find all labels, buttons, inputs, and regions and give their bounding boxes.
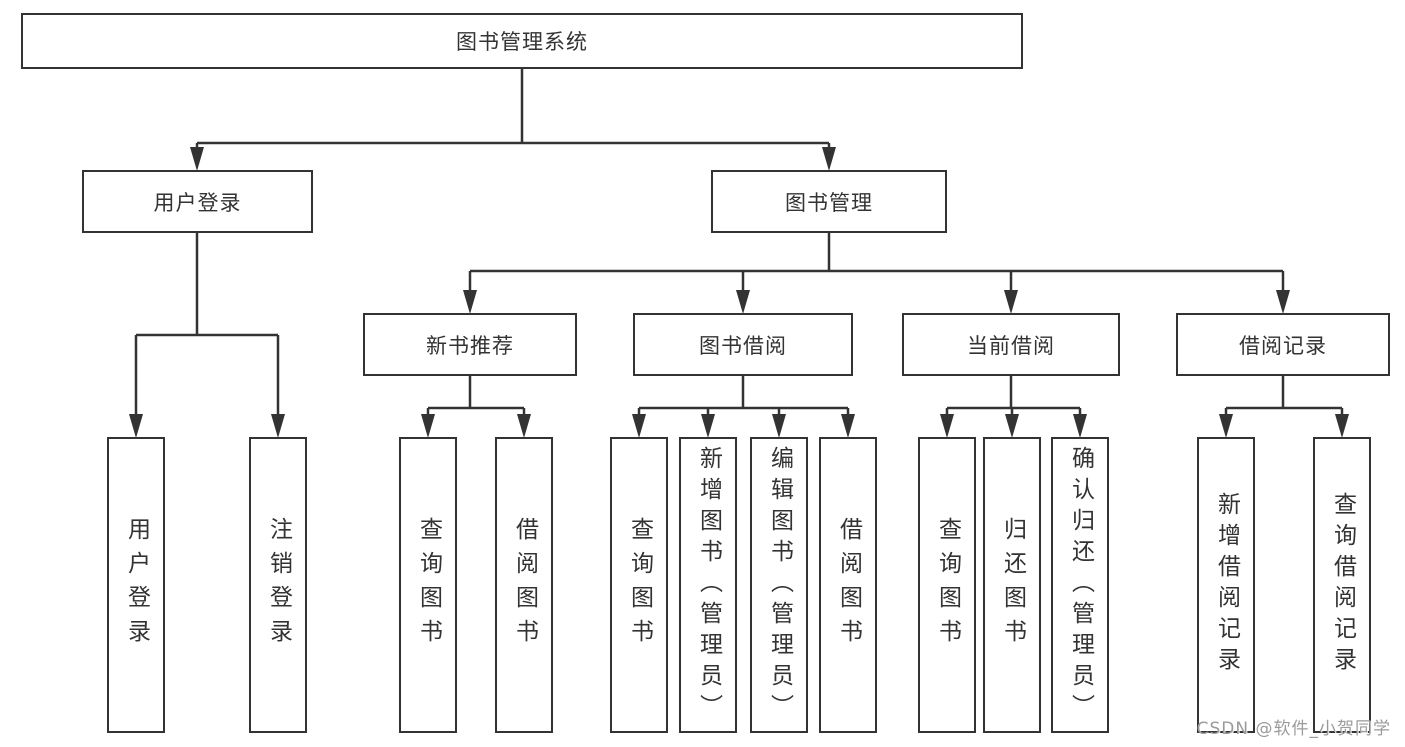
node-user-login-label: 用户登录 <box>153 190 242 215</box>
node-user-login: 用户登录 <box>82 170 313 233</box>
node-current-borrow: 当前借阅 <box>902 313 1120 376</box>
connector-current-to-leaves <box>940 376 1087 438</box>
leaf-current-query-books: 查询图书 <box>918 437 976 733</box>
connector-login-to-leaves <box>129 233 285 438</box>
leaf-records-add-record: 新增借阅记录 <box>1197 437 1255 733</box>
connector-management-to-sections <box>463 233 1290 314</box>
leaf-logout: 注销登录 <box>249 437 307 733</box>
leaf-borrow-query-books-label: 查询图书 <box>626 517 653 653</box>
leaf-newbooks-query-books: 查询图书 <box>399 437 457 733</box>
leaf-borrow-query-books: 查询图书 <box>610 437 668 733</box>
leaf-borrow-edit-books-admin: 编辑图书（管理员） <box>750 437 808 733</box>
node-book-borrow: 图书借阅 <box>633 313 853 376</box>
leaf-current-return-books: 归还图书 <box>983 437 1041 733</box>
node-new-book-recommend: 新书推荐 <box>363 313 577 376</box>
leaf-current-query-books-label: 查询图书 <box>934 517 961 653</box>
leaf-logout-label: 注销登录 <box>265 517 292 653</box>
node-borrow-records-label: 借阅记录 <box>1239 333 1327 358</box>
node-book-management: 图书管理 <box>711 170 947 233</box>
leaf-newbooks-query-books-label: 查询图书 <box>415 517 442 653</box>
node-book-borrow-label: 图书借阅 <box>699 333 787 358</box>
leaf-newbooks-borrow-books: 借阅图书 <box>495 437 553 733</box>
node-new-book-recommend-label: 新书推荐 <box>426 333 514 358</box>
leaf-records-query-record: 查询借阅记录 <box>1313 437 1371 733</box>
connector-borrow-to-leaves <box>632 376 855 438</box>
node-borrow-records: 借阅记录 <box>1176 313 1390 376</box>
leaf-current-return-books-label: 归还图书 <box>999 517 1026 653</box>
leaf-records-query-record-label: 查询借阅记录 <box>1329 492 1356 678</box>
leaf-user-login: 用户登录 <box>107 437 165 733</box>
leaf-newbooks-borrow-books-label: 借阅图书 <box>511 517 538 653</box>
leaf-borrow-borrow-books-label: 借阅图书 <box>835 517 862 653</box>
node-root-system: 图书管理系统 <box>21 13 1023 69</box>
connector-records-to-leaves <box>1219 376 1349 438</box>
node-root-system-label: 图书管理系统 <box>456 30 588 54</box>
leaf-borrow-borrow-books: 借阅图书 <box>819 437 877 733</box>
leaf-borrow-edit-books-admin-label: 编辑图书（管理员） <box>766 445 793 725</box>
leaf-current-confirm-return-admin: 确认归还（管理员） <box>1051 437 1109 733</box>
node-current-borrow-label: 当前借阅 <box>967 333 1055 358</box>
leaf-records-add-record-label: 新增借阅记录 <box>1213 492 1240 678</box>
leaf-user-login-label: 用户登录 <box>123 517 150 653</box>
connector-newbooks-to-leaves <box>421 376 531 438</box>
csdn-watermark: CSDN @软件_小贺同学 <box>1196 719 1391 739</box>
leaf-borrow-add-books-admin-label: 新增图书（管理员） <box>695 445 722 725</box>
leaf-borrow-add-books-admin: 新增图书（管理员） <box>679 437 737 733</box>
connector-root-to-branches <box>190 67 836 171</box>
leaf-current-confirm-return-admin-label: 确认归还（管理员） <box>1067 445 1094 725</box>
node-book-management-label: 图书管理 <box>785 190 873 215</box>
